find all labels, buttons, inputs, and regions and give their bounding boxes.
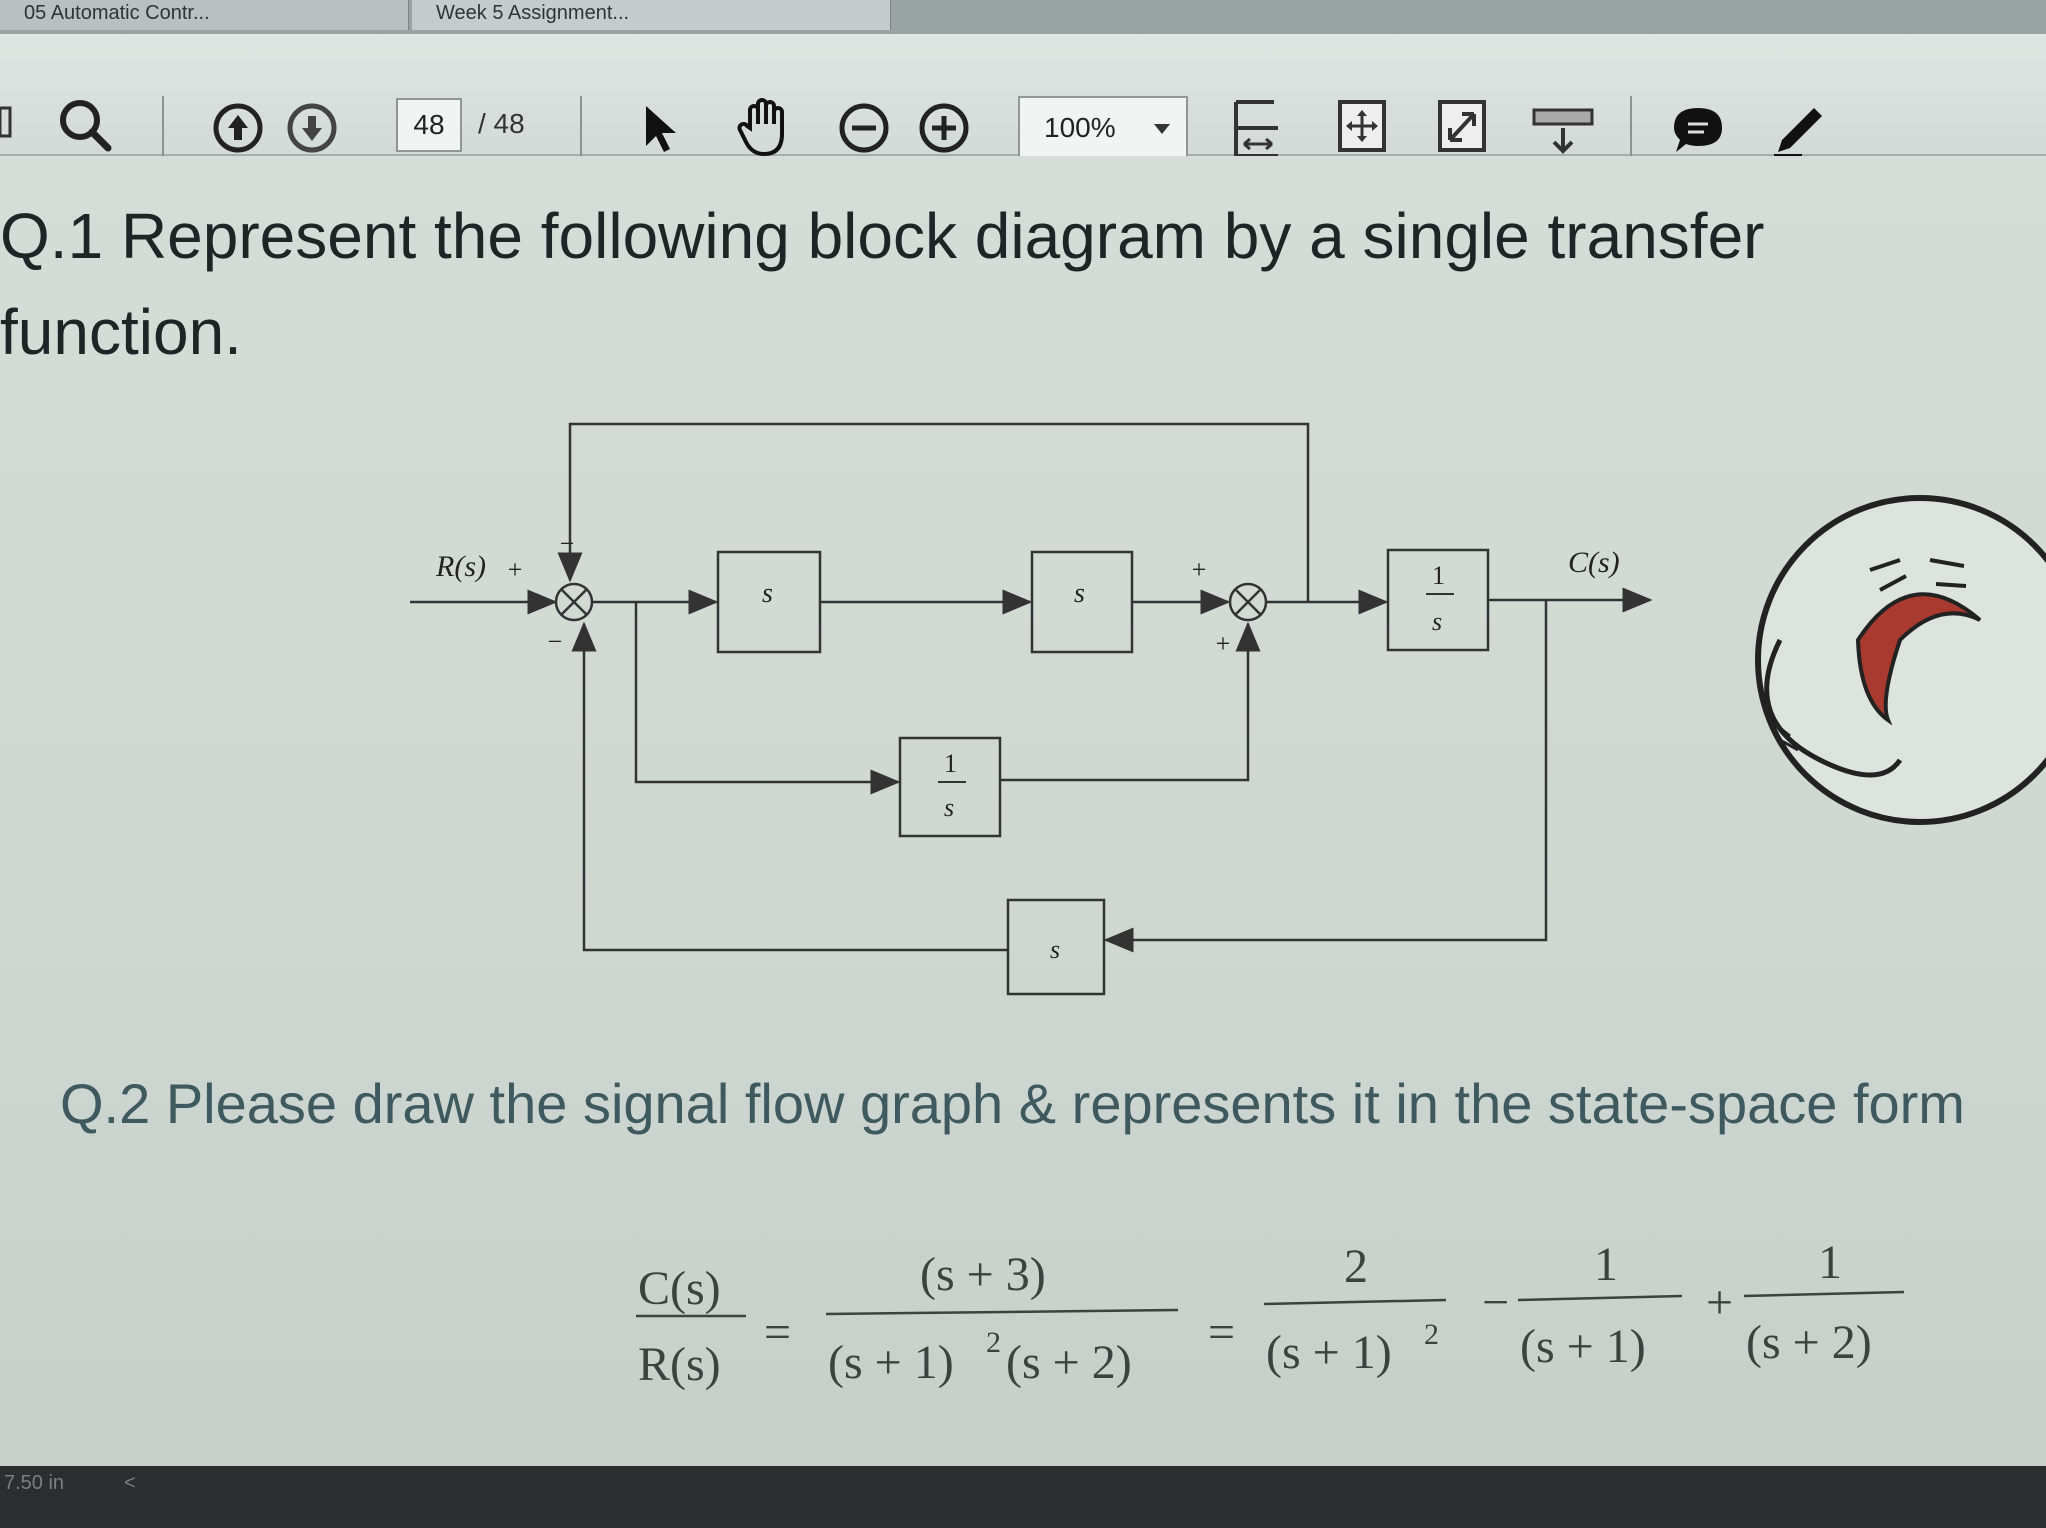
eq-term2-numerator: 2 (1344, 1240, 1368, 1293)
eq-term2-den-exp: 2 (1424, 1318, 1439, 1351)
next-page-icon[interactable] (284, 100, 340, 156)
eq-term2-denominator: (s + 1) (1266, 1326, 1392, 1379)
pdf-toolbar: 48 / 48 100% (0, 34, 2046, 160)
select-cursor-icon[interactable] (636, 100, 686, 156)
eq-equals-1: = (764, 1306, 791, 1359)
eq-term1-den-exp: 2 (986, 1326, 1001, 1359)
eq-equals-2: = (1208, 1306, 1235, 1359)
integrator-mid-denominator: s (944, 793, 954, 822)
integrator-mid-numerator: 1 (944, 749, 957, 778)
input-label: R(s) (435, 550, 486, 583)
previous-page-icon[interactable] (210, 100, 266, 156)
read-mode-icon[interactable] (1530, 104, 1596, 160)
page-number-input[interactable]: 48 (396, 98, 462, 152)
tab-automatic-control[interactable]: 05 Automatic Contr... (0, 0, 409, 30)
full-screen-icon[interactable] (1436, 98, 1490, 156)
document-page (0, 156, 2046, 1466)
page-size-label: 7.50 in (4, 1472, 65, 1494)
chevron-left-icon[interactable]: < (124, 1472, 136, 1494)
sign-input-plus: + (506, 555, 524, 584)
eq-term4-denominator: (s + 2) (1746, 1316, 1872, 1369)
sign-top-minus: − (558, 529, 576, 558)
zoom-out-icon[interactable] (836, 100, 892, 156)
tab-strip: 05 Automatic Contr... Week 5 Assignment.… (0, 0, 2046, 34)
eq-term1-den-b: (s + 2) (1006, 1336, 1132, 1389)
eq-term4-numerator: 1 (1818, 1236, 1842, 1289)
question-2-text: Q.2 Please draw the signal flow graph & … (60, 1072, 1965, 1135)
sign-summer2-plus-left: + (1190, 555, 1208, 584)
sign-summer2-plus-bottom: + (1214, 629, 1232, 658)
chevron-down-icon (1154, 124, 1170, 134)
integrator-top-denominator: s (1432, 607, 1442, 636)
eq-lhs-denominator: R(s) (638, 1338, 721, 1391)
tab-week-assignment[interactable]: Week 5 Assignment... (412, 0, 891, 30)
integrator-top-numerator: 1 (1432, 561, 1445, 590)
eq-plus: + (1706, 1276, 1733, 1329)
eq-term1-numerator: (s + 3) (920, 1248, 1046, 1301)
sign-bottom-minus: − (546, 627, 564, 656)
search-icon[interactable] (54, 94, 116, 156)
bookmark-icon[interactable] (0, 102, 14, 142)
question-1-text: Q.1 Represent the following block diagra… (0, 200, 1765, 368)
zoom-value: 100% (1044, 112, 1116, 143)
zoom-in-icon[interactable] (916, 100, 972, 156)
eq-minus: − (1482, 1276, 1509, 1329)
eq-lhs-numerator: C(s) (638, 1262, 721, 1315)
page-total-label: / 48 (478, 108, 525, 139)
comment-icon[interactable] (1668, 102, 1728, 158)
fit-page-icon[interactable] (1336, 98, 1390, 156)
forward-block-2-label: s (1074, 578, 1085, 609)
eq-term3-numerator: 1 (1594, 1238, 1618, 1291)
cartoon-sticker (1755, 495, 2046, 825)
hand-tool-icon[interactable] (734, 94, 798, 160)
feedback-block-label: s (1050, 935, 1060, 964)
output-label: C(s) (1568, 546, 1620, 579)
status-bar (0, 1466, 2046, 1528)
forward-block-1-label: s (762, 578, 773, 609)
eq-term3-denominator: (s + 1) (1520, 1320, 1646, 1373)
eq-term1-den-a: (s + 1) (828, 1336, 954, 1389)
